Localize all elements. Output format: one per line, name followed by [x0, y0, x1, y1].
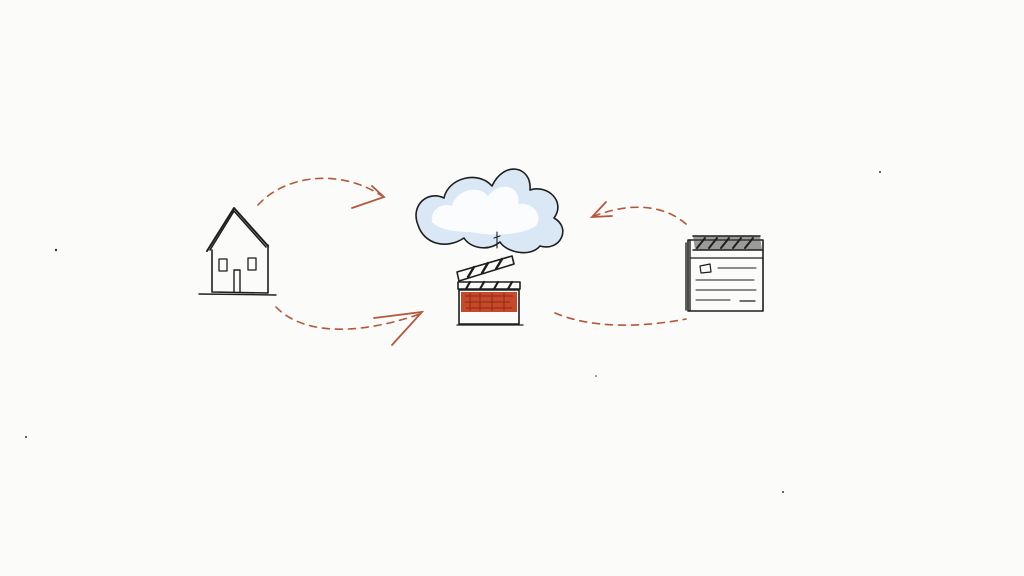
edge-server-to-cloud — [589, 201, 687, 225]
clapperboard-icon — [456, 255, 524, 326]
edge-house-to-clapperboard — [275, 306, 425, 346]
server-rack-icon — [685, 235, 764, 312]
edge-server-to-clapperboard — [554, 312, 687, 326]
cloud-icon — [415, 168, 564, 254]
house-icon — [198, 207, 277, 296]
edge-house-to-cloud — [257, 177, 386, 209]
paper-specks — [25, 171, 881, 493]
